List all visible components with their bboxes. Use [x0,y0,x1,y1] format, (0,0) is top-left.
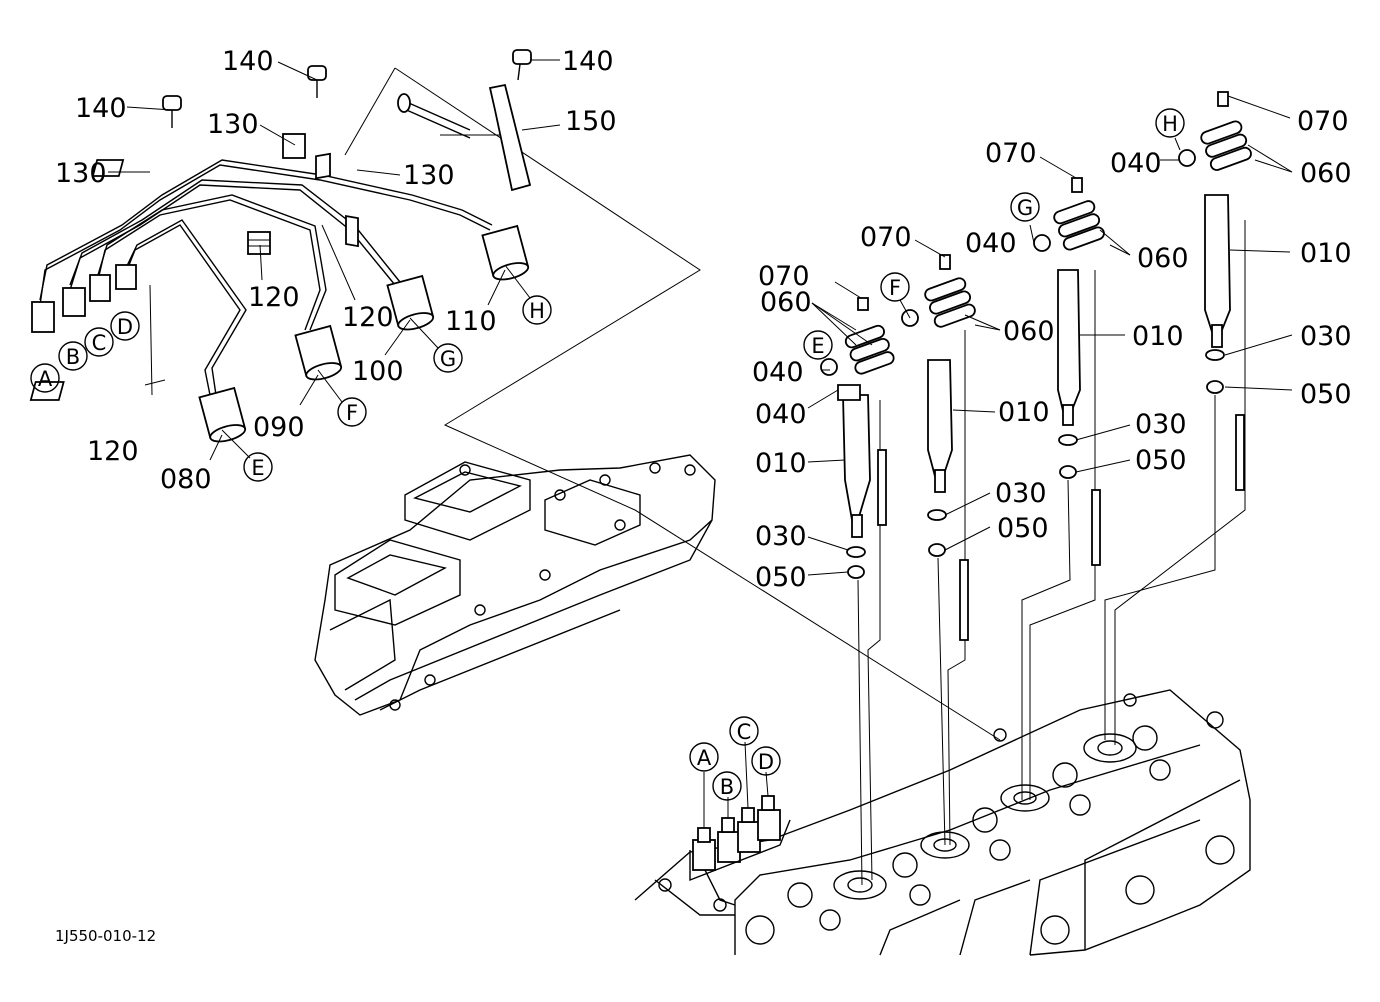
part-label: 010 [755,448,807,479]
part-label: 140 [562,46,614,77]
injection-pipes [29,49,561,461]
connection-letter: B [720,775,734,799]
connection-letter: D [758,750,774,774]
reference-lines [344,67,1001,741]
part-label: 030 [755,521,807,552]
drawing-code: 1J550-010-12 [55,927,156,945]
connection-letter: A [38,367,53,391]
connection-letter: C [737,720,752,744]
connection-letter: F [889,276,901,300]
part-label: 040 [965,228,1017,259]
connection-markers: A B C D E F G H E F G H A B C D [30,108,1185,801]
part-label: 080 [160,464,212,495]
pump-outlets [689,741,791,882]
part-label: 040 [1110,148,1162,179]
part-label: 100 [352,356,404,387]
connection-letter: H [529,299,545,323]
connection-letter: A [697,746,712,770]
part-label: 110 [445,306,497,337]
part-label: 070 [985,138,1037,169]
part-label: 120 [342,302,394,333]
part-label: 010 [1132,321,1184,352]
part-label: 050 [755,562,807,593]
part-label: 030 [995,478,1047,509]
part-labels: 140 140 140 150 130 130 130 120 120 120 … [55,46,1352,593]
injector-assemblies [807,91,1293,886]
part-label: 070 [758,261,810,292]
connection-letter: D [117,315,133,339]
intake-manifold [314,454,716,716]
part-label: 030 [1135,409,1187,440]
part-label: 010 [998,397,1050,428]
part-label: 050 [1300,379,1352,410]
connection-letter: F [346,401,358,425]
connection-letter: G [1017,196,1033,220]
part-label: 120 [87,436,139,467]
part-label: 070 [860,222,912,253]
part-label: 050 [1135,445,1187,476]
part-label: 060 [1003,316,1055,347]
connection-letter: B [66,345,80,369]
part-label: 130 [403,160,455,191]
part-label: 070 [1297,106,1349,137]
connection-letter: G [440,347,456,371]
part-label: 060 [1137,243,1189,274]
part-label: 040 [752,357,804,388]
cylinder-head [634,689,1251,956]
part-label: 050 [997,513,1049,544]
connection-letter: E [251,456,264,480]
part-label: 060 [760,287,812,318]
part-label: 150 [565,106,617,137]
part-label: 140 [222,46,274,77]
part-label: 130 [207,109,259,140]
part-label: 140 [75,93,127,124]
connection-letter: H [1162,112,1178,136]
connection-letter: C [92,331,107,355]
part-label: 040 [755,399,807,430]
part-label: 090 [253,412,305,443]
part-label: 130 [55,158,107,189]
part-label: 120 [248,282,300,313]
part-label: 010 [1300,238,1352,269]
part-label: 030 [1300,321,1352,352]
part-label: 060 [1300,158,1352,189]
connection-letter: E [811,334,824,358]
